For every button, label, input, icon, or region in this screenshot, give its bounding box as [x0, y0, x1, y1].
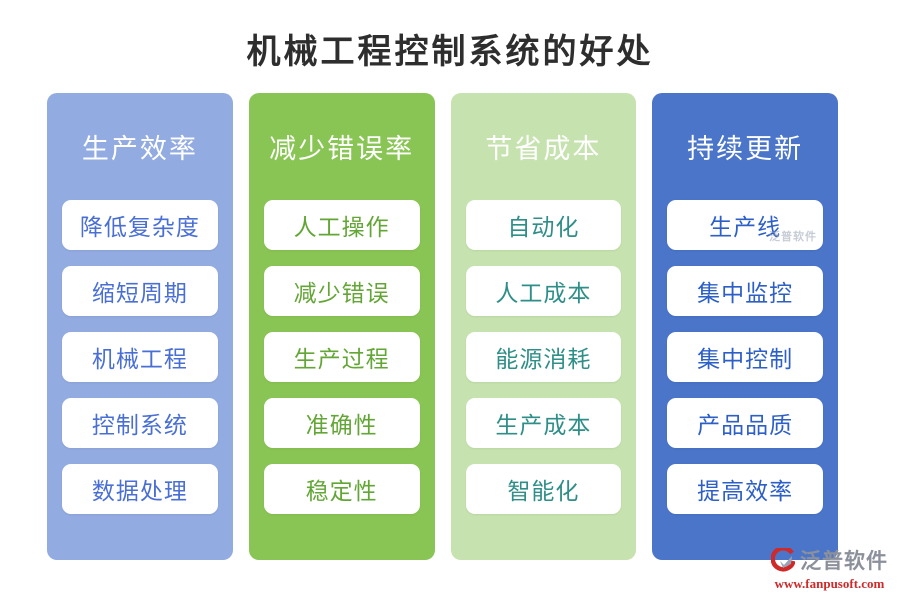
benefit-card: 提高效率 — [667, 464, 823, 514]
benefit-card: 人工成本 — [465, 266, 622, 316]
benefit-card-label: 控制系统 — [91, 413, 188, 438]
benefit-card: 稳定性 — [263, 464, 420, 514]
benefit-card-label: 降低复杂度 — [79, 215, 200, 240]
column-continuous-update: 持续更新 生产线 泛普软件 集中监控 集中控制 产品品质 提高效率 — [652, 93, 838, 560]
benefit-card: 人工操作 — [263, 200, 420, 250]
benefit-card-label: 人工成本 — [495, 281, 592, 306]
column-production-efficiency: 生产效率 降低复杂度 缩短周期 机械工程 控制系统 数据处理 — [47, 93, 233, 560]
page-title: 机械工程控制系统的好处 — [246, 34, 654, 71]
benefit-card-label: 生产过程 — [293, 347, 390, 372]
benefit-card: 控制系统 — [62, 398, 218, 448]
benefit-card: 缩短周期 — [62, 266, 218, 316]
benefit-card: 生产线 泛普软件 — [667, 200, 823, 250]
benefit-columns: 生产效率 降低复杂度 缩短周期 机械工程 控制系统 数据处理 减少错误率 人工操… — [47, 93, 838, 560]
benefit-card: 准确性 — [263, 398, 420, 448]
benefit-card-label: 生产成本 — [495, 413, 592, 438]
benefit-card-label: 准确性 — [305, 413, 378, 438]
benefit-card-label: 缩短周期 — [91, 281, 188, 306]
fanpu-website: www.fanpusoft.com — [774, 576, 885, 591]
benefit-card-label: 稳定性 — [305, 479, 378, 504]
benefit-card-label: 提高效率 — [697, 479, 794, 504]
benefit-card-label: 产品品质 — [697, 413, 794, 438]
column-header: 生产效率 — [81, 134, 198, 164]
benefit-card-label: 集中控制 — [697, 347, 794, 372]
benefit-card: 生产过程 — [263, 332, 420, 382]
benefit-card-label: 机械工程 — [91, 347, 188, 372]
benefit-card: 产品品质 — [667, 398, 823, 448]
benefit-card: 数据处理 — [62, 464, 218, 514]
benefit-card: 集中监控 — [667, 266, 823, 316]
fanpu-swoosh-icon — [770, 546, 796, 572]
column-header: 节省成本 — [485, 134, 602, 164]
benefit-card: 机械工程 — [62, 332, 218, 382]
benefit-card-label: 数据处理 — [91, 479, 188, 504]
benefit-card-label: 智能化 — [507, 479, 580, 504]
benefit-card-label: 自动化 — [507, 215, 580, 240]
benefit-card-label: 生产线 — [709, 215, 782, 240]
fanpu-logo-text: 泛普软件 — [800, 550, 888, 573]
column-header: 减少错误率 — [269, 134, 415, 164]
column-reduce-error-rate: 减少错误率 人工操作 减少错误 生产过程 准确性 稳定性 — [248, 93, 435, 560]
benefit-card: 能源消耗 — [465, 332, 622, 382]
benefit-card: 降低复杂度 — [62, 200, 218, 250]
benefit-card: 生产成本 — [465, 398, 622, 448]
column-header: 持续更新 — [687, 134, 804, 164]
benefit-card: 集中控制 — [667, 332, 823, 382]
benefit-card-label: 能源消耗 — [495, 347, 592, 372]
benefit-card-label: 减少错误 — [293, 281, 390, 306]
column-save-costs: 节省成本 自动化 人工成本 能源消耗 生产成本 智能化 — [450, 93, 637, 560]
benefit-card-label: 集中监控 — [697, 281, 794, 306]
benefit-card: 自动化 — [465, 200, 622, 250]
benefit-card-label: 人工操作 — [293, 215, 390, 240]
fanpu-logo: 泛普软件 www.fanpusoft.com — [770, 545, 888, 592]
benefit-card: 智能化 — [465, 464, 622, 514]
benefit-card: 减少错误 — [263, 266, 420, 316]
